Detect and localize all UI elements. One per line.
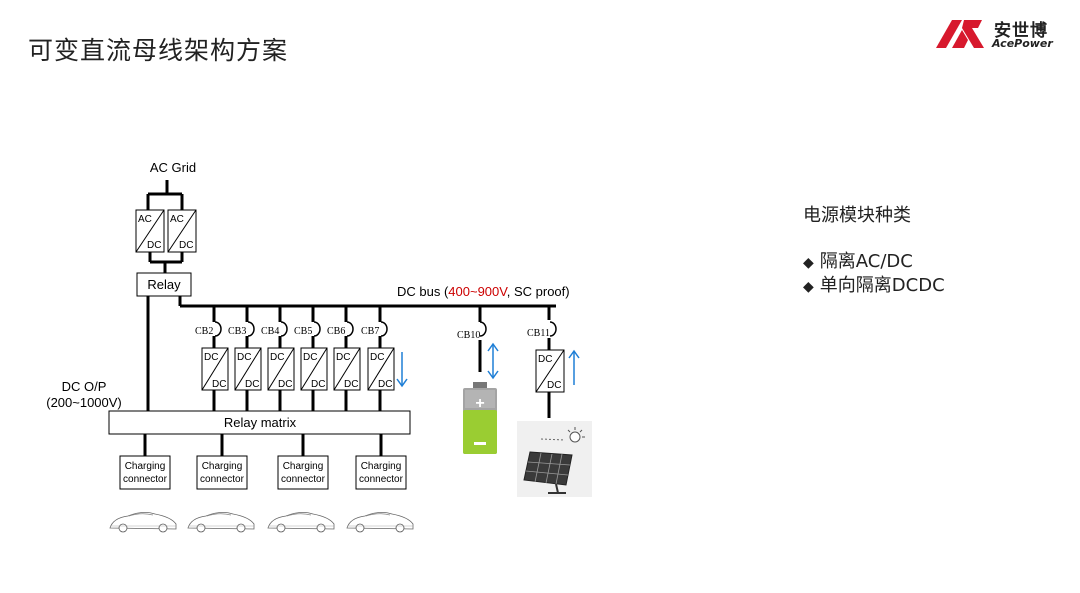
dcdc-converter: DC DC	[201, 347, 229, 391]
dc-bus-label: DC bus (400~900V, SC proof)	[397, 284, 570, 299]
charging-connector: Charging connector	[119, 434, 171, 490]
dcdc-converter: DC DC	[333, 347, 361, 391]
dcdc-input-label: DC	[370, 352, 384, 363]
breaker-label: CB7	[361, 326, 379, 337]
connector-label-line2: connector	[200, 474, 245, 485]
dcdc-output-label: DC	[378, 379, 392, 390]
acdc-output-label: DC	[147, 240, 161, 251]
connector-label-line1: Charging	[202, 461, 243, 472]
module-types-list: ◆ 隔离AC/DC ◆ 单向隔离DCDC	[803, 250, 945, 298]
car-icon	[187, 512, 255, 533]
dcdc-output-label: DC	[212, 379, 226, 390]
solar-branch: CB11 DC DC	[517, 304, 592, 497]
up-arrow-icon	[568, 349, 580, 385]
dcdc-converter: DC DC	[267, 347, 295, 391]
breaker-label: CB6	[327, 326, 345, 337]
dcdc-output-label: DC	[245, 379, 259, 390]
logo-name-cn: 安世博	[994, 21, 1048, 41]
list-item: ◆ 隔离AC/DC	[803, 250, 945, 274]
car-icon	[346, 512, 414, 533]
connector-label-line1: Charging	[125, 461, 166, 472]
car-icon	[267, 512, 335, 533]
acdc-converter: AC DC	[167, 209, 197, 253]
module-types-heading: 电源模块种类	[803, 205, 911, 226]
dcdc-input-label: DC	[303, 352, 317, 363]
battery-branch: CB10 +	[457, 306, 499, 454]
connector-label-line1: Charging	[283, 461, 324, 472]
connector-label-line2: connector	[359, 474, 404, 485]
relay-box: Relay	[136, 272, 192, 297]
dcdc-converter: DC DC	[367, 347, 395, 391]
breaker-label: CB10	[457, 330, 480, 341]
dcdc-input-label: DC	[270, 352, 284, 363]
charging-connector: Charging connector	[196, 434, 248, 490]
breaker-label: CB5	[294, 326, 312, 337]
dcdc-input-label: DC	[204, 352, 218, 363]
dcdc-output-label: DC	[278, 379, 292, 390]
slide-title: 可变直流母线架构方案	[28, 36, 289, 65]
breaker-symbol-icon	[346, 321, 354, 337]
acdc-input-label: AC	[170, 214, 184, 225]
breaker-symbol-icon	[313, 321, 321, 337]
connector-label-line1: Charging	[361, 461, 402, 472]
bidirectional-arrow-icon	[487, 342, 499, 380]
breaker-symbol-icon	[380, 321, 388, 337]
diamond-bullet-icon: ◆	[803, 255, 814, 271]
down-arrow-icon	[396, 352, 408, 388]
relay-matrix-box: Relay matrix	[108, 410, 411, 435]
breaker-symbol-icon	[247, 321, 255, 337]
dcdc-input-label: DC	[336, 352, 350, 363]
dcdc-branches: CB2DCDCCB3DCDCCB4DCDCCB5DCDCCB6DCDCCB7DC…	[195, 306, 408, 411]
dcdc-output-label: DC	[311, 379, 325, 390]
battery-icon: +	[463, 382, 497, 454]
dc-op-range: (200~1000V)	[46, 395, 122, 410]
breaker-label: CB11	[527, 328, 550, 339]
charging-connectors: ChargingconnectorChargingconnectorChargi…	[119, 434, 407, 490]
acdc-output-label: DC	[179, 240, 193, 251]
ac-grid-label: AC Grid	[150, 160, 196, 175]
breaker-symbol-icon	[214, 321, 222, 337]
connector-label-line2: connector	[281, 474, 326, 485]
dcdc-converter: DC DC	[300, 347, 328, 391]
acdc-converter: AC DC	[135, 209, 165, 253]
logo-name-en: AcePower	[992, 37, 1053, 50]
connector-label-line2: connector	[123, 474, 168, 485]
acepower-logo-icon	[936, 20, 984, 48]
dcdc-input-label: DC	[237, 352, 251, 363]
dcdc-output-label: DC	[547, 380, 561, 391]
relay-matrix-label: Relay matrix	[224, 415, 297, 430]
svg-text:+: +	[475, 395, 484, 412]
breaker-label: CB4	[261, 326, 279, 337]
breaker-label: CB3	[228, 326, 246, 337]
acdc-input-label: AC	[138, 214, 152, 225]
dcdc-converter: DC DC	[535, 349, 565, 393]
breaker-label: CB2	[195, 326, 213, 337]
vehicles	[109, 512, 414, 533]
list-item-text: 隔离AC/DC	[819, 251, 913, 272]
dcdc-input-label: DC	[538, 354, 552, 365]
diamond-bullet-icon: ◆	[803, 279, 814, 295]
dcdc-converter: DC DC	[234, 347, 262, 391]
charging-connector: Charging connector	[355, 434, 407, 490]
list-item: ◆ 单向隔离DCDC	[803, 274, 945, 298]
charging-connector: Charging connector	[277, 434, 329, 490]
dcdc-output-label: DC	[344, 379, 358, 390]
car-icon	[109, 512, 177, 533]
relay-label: Relay	[147, 277, 181, 292]
breaker-symbol-icon	[280, 321, 288, 337]
dc-op-label: DC O/P	[62, 379, 107, 394]
list-item-text: 单向隔离DCDC	[819, 275, 945, 296]
solar-panel-icon	[517, 421, 592, 497]
